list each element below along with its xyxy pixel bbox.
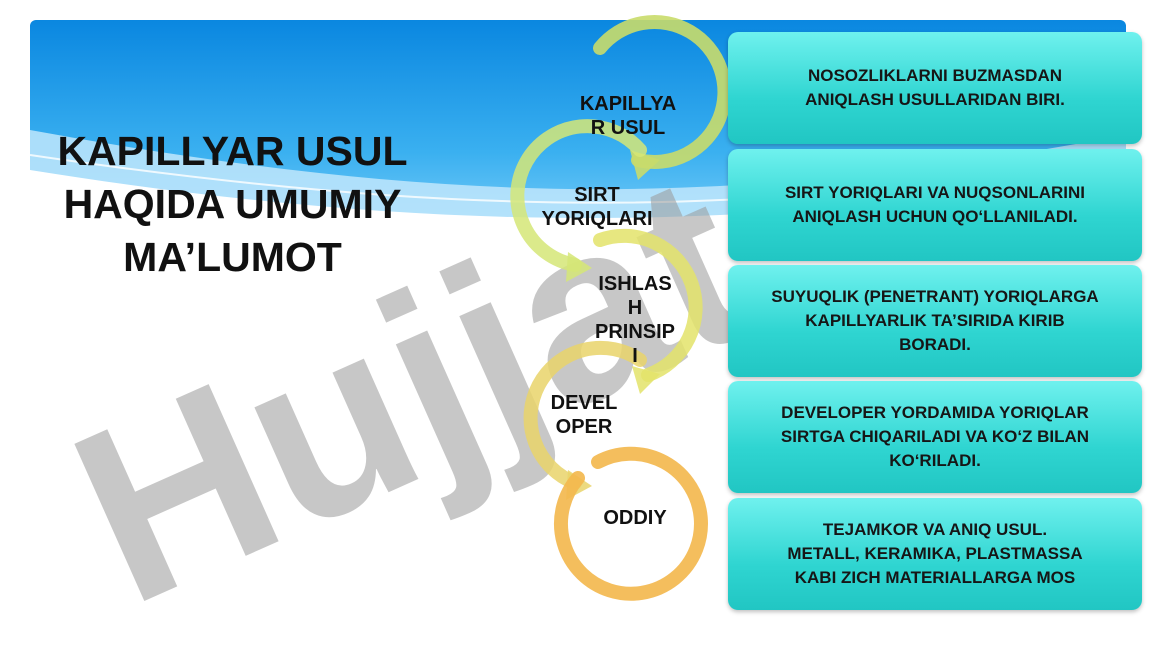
ring-sirt-yoriqlari	[510, 119, 647, 272]
arrow-icon	[566, 252, 592, 282]
arrow-icon	[630, 150, 660, 180]
ring-kapillyar-usul	[593, 14, 732, 169]
arrow-icon	[632, 366, 660, 394]
description-card-4: DEVELOPER YORDAMIDA YORIQLAR SIRTGA CHIQ…	[728, 381, 1142, 493]
step-label-5: ODDIY	[603, 507, 667, 529]
description-card-1: NOSOZLIKLARNI BUZMASDAN ANIQLASH USULLAR…	[728, 32, 1142, 144]
ring-ishlash-prinsipi	[593, 228, 703, 382]
ring-developer	[523, 340, 647, 490]
description-text-2: SIRT YORIQLARI VA NUQSONLARINI ANIQLASH …	[784, 183, 1086, 226]
description-card-2: SIRT YORIQLARI VA NUQSONLARINI ANIQLASH …	[728, 149, 1142, 261]
slide-title: KAPILLYAR USUL HAQIDA UMUMIY MA’LUMOT	[30, 125, 435, 284]
description-text-1: NOSOZLIKLARNI BUZMASDAN ANIQLASH USULLAR…	[805, 66, 1065, 109]
title-line-1: KAPILLYAR USUL	[57, 128, 408, 174]
description-card-5: TEJAMKOR VA ANIQ USUL. METALL, KERAMIKA,…	[728, 498, 1142, 610]
description-text-4: DEVELOPER YORDAMIDA YORIQLAR SIRTGA CHIQ…	[780, 403, 1090, 470]
description-text-5: TEJAMKOR VA ANIQ USUL. METALL, KERAMIKA,…	[787, 520, 1083, 587]
title-line-3: MA’LUMOT	[123, 234, 342, 280]
ring-oddiy	[554, 446, 708, 601]
step-label-3: ISHLAS H PRINSIP I	[594, 273, 676, 367]
description-card-3: SUYUQLIK (PENETRANT) YORIQLARGA KAPILLYA…	[728, 265, 1142, 377]
step-label-4: DEVEL OPER	[550, 392, 618, 438]
description-text-3: SUYUQLIK (PENETRANT) YORIQLARGA KAPILLYA…	[771, 287, 1099, 354]
title-line-2: HAQIDA UMUMIY	[63, 181, 402, 227]
step-label-2: SIRT YORIQLARI	[541, 184, 653, 230]
step-label-1: KAPILLYA R USUL	[579, 93, 677, 139]
